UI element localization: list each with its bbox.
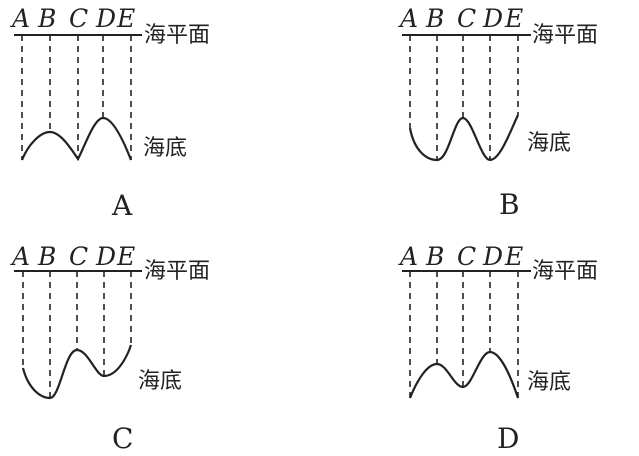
point-label-b: B <box>37 4 56 33</box>
seabed-profile <box>408 350 520 399</box>
panel-c: A B C D E 海平面 海底 C <box>10 242 210 455</box>
panel-d: A B C D E 海平面 海底 D <box>398 242 598 455</box>
point-label-e: E <box>116 4 135 33</box>
seabed-label: 海底 <box>143 136 187 161</box>
seabed-profile <box>21 344 133 400</box>
point-label-b: B <box>425 4 444 33</box>
point-label-d: D <box>95 4 116 33</box>
option-caption-d: D <box>497 422 519 455</box>
point-label-c: C <box>69 242 88 271</box>
point-label-d: D <box>482 4 503 33</box>
point-label-d: D <box>482 242 503 271</box>
panel-b: A B C D E 海平面 海底 B <box>398 4 598 221</box>
point-label-a: A <box>10 4 30 33</box>
seabed-label: 海底 <box>138 369 182 394</box>
point-label-a: A <box>10 242 30 271</box>
seabed-label: 海底 <box>527 370 571 395</box>
seabed-label: 海底 <box>527 131 571 156</box>
point-label-c: C <box>69 4 88 33</box>
point-label-a: A <box>398 4 418 33</box>
option-caption-b: B <box>499 188 520 221</box>
point-label-e: E <box>504 242 523 271</box>
sea-level-label: 海平面 <box>144 23 210 48</box>
seabed-profile <box>20 116 133 162</box>
point-label-e: E <box>116 242 135 271</box>
point-label-e: E <box>504 4 523 33</box>
point-label-d: D <box>95 242 116 271</box>
point-label-b: B <box>37 242 56 271</box>
sea-level-label: 海平面 <box>532 23 598 48</box>
panel-a: A B C D E 海平面 海底 A <box>10 4 210 222</box>
seabed-profile <box>408 114 519 162</box>
option-caption-a: A <box>111 189 133 222</box>
sea-level-label: 海平面 <box>532 259 598 284</box>
point-label-a: A <box>398 242 418 271</box>
option-caption-c: C <box>112 422 133 455</box>
point-label-b: B <box>425 242 444 271</box>
sea-level-label: 海平面 <box>144 259 210 284</box>
point-label-c: C <box>457 4 476 33</box>
point-label-c: C <box>457 242 476 271</box>
